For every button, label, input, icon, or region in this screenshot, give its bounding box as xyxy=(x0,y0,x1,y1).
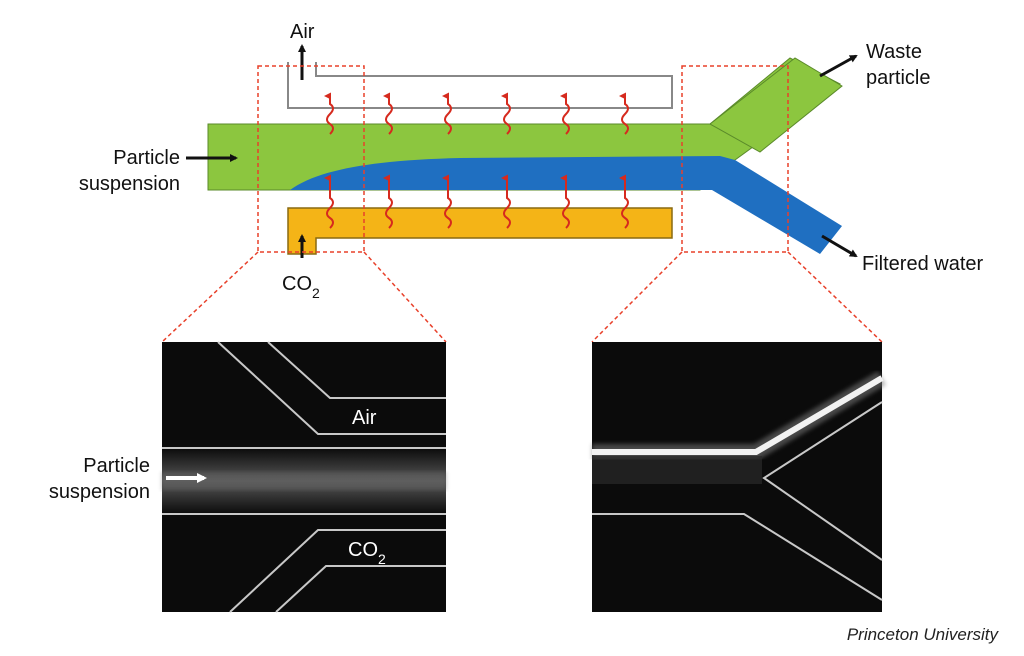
wavy-up-arrow-icon xyxy=(324,92,334,135)
zoom-box-right xyxy=(591,65,883,343)
wavy-up-arrow-icon xyxy=(560,174,570,229)
waste-label-line2: particle xyxy=(866,67,930,89)
waste-label-line1: Waste xyxy=(866,41,922,63)
micrograph-outlet xyxy=(592,342,887,612)
co2-label-main: CO xyxy=(282,273,312,295)
wavy-up-arrow-icon xyxy=(383,174,393,229)
wavy-up-arrow-icon xyxy=(619,174,629,229)
co2-label-sub: 2 xyxy=(312,285,320,301)
wavy-up-arrow-icon xyxy=(442,174,452,229)
wavy-up-arrow-icon xyxy=(619,92,629,135)
waste-branch xyxy=(709,57,843,153)
water-stream xyxy=(290,156,842,254)
arrow-icon xyxy=(821,234,858,258)
filtered-water-label: Filtered water xyxy=(862,253,983,275)
wavy-up-arrow-icon xyxy=(501,174,511,229)
wavy-up-arrow-icon xyxy=(442,92,452,135)
zoom-box-left xyxy=(161,65,447,343)
co2-channel xyxy=(287,207,673,255)
co2-label: CO2 xyxy=(282,273,320,301)
particle-suspension-label-line1: Particle xyxy=(113,147,180,169)
micrograph-inlet: Air CO2 xyxy=(162,341,446,613)
wavy-up-arrow-icon xyxy=(324,174,334,229)
air-label: Air xyxy=(290,21,315,43)
inset-co2-label-sub: 2 xyxy=(378,551,386,567)
arrow-icon xyxy=(819,54,858,78)
inset-particle-label-line2: suspension xyxy=(49,481,150,503)
inset-air-label: Air xyxy=(352,407,377,429)
heat-arrows-lower xyxy=(324,174,629,229)
particle-suspension-label-line2: suspension xyxy=(79,173,180,195)
wavy-up-arrow-icon xyxy=(560,92,570,135)
inset-co2-label-main: CO xyxy=(348,539,378,561)
inset-co2-label: CO2 xyxy=(348,539,386,567)
wavy-up-arrow-icon xyxy=(383,92,393,135)
wavy-up-arrow-icon xyxy=(501,92,511,135)
heat-arrows-upper xyxy=(324,92,629,135)
air-channel xyxy=(287,62,673,109)
credit-label: Princeton University xyxy=(847,625,1000,644)
inset-particle-label-line1: Particle xyxy=(83,455,150,477)
